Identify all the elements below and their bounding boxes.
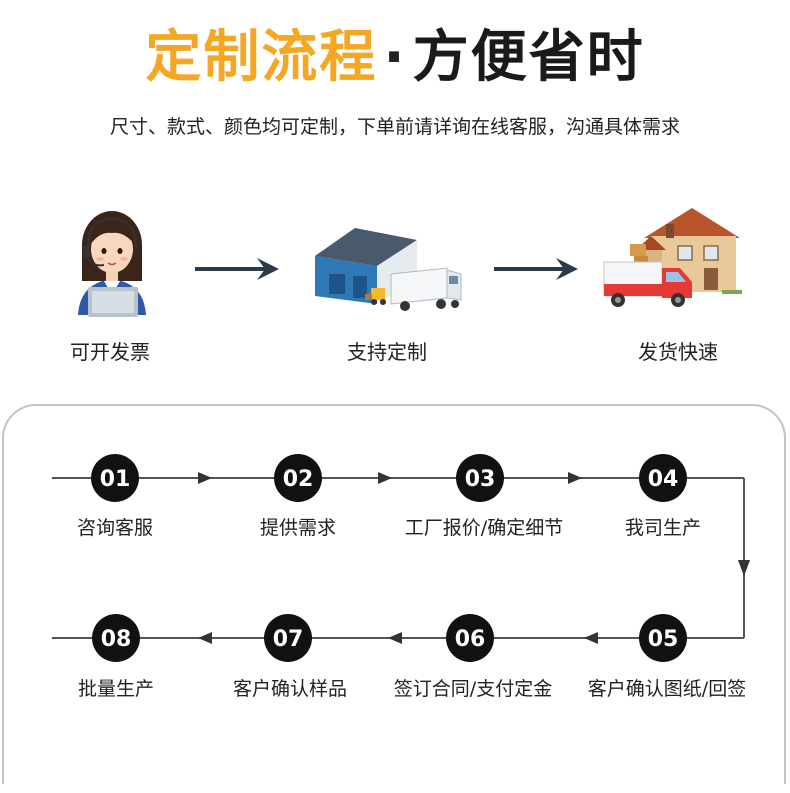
step-label-05: 客户确认图纸/回签 <box>587 678 747 700</box>
arrow-right-icon <box>195 258 279 280</box>
step-number: 02 <box>283 467 314 492</box>
step-label-02: 提供需求 <box>259 517 336 539</box>
step-number: 03 <box>465 467 496 492</box>
customer-service-agent-icon <box>78 211 146 317</box>
step-badge-05: 05 <box>639 614 687 662</box>
delivery-truck-house-icon <box>603 208 742 307</box>
step-badge-08: 08 <box>92 614 140 662</box>
step-number: 04 <box>648 467 679 492</box>
feature-label-fast-shipping: 发货快速 <box>638 340 718 364</box>
process-panel <box>2 404 786 784</box>
step-number: 07 <box>273 627 304 652</box>
step-number: 08 <box>101 627 132 652</box>
page-title: 定制流程·方便省时 <box>0 18 790 98</box>
step-badge-03: 03 <box>456 454 504 502</box>
step-number: 01 <box>100 467 131 492</box>
step-badge-07: 07 <box>264 614 312 662</box>
step-label-04: 我司生产 <box>624 517 701 539</box>
step-label-07: 客户确认样品 <box>232 678 347 700</box>
step-badge-01: 01 <box>91 454 139 502</box>
feature-label-customization: 支持定制 <box>347 340 427 364</box>
step-label-03: 工厂报价/确定细节 <box>404 517 564 539</box>
step-badge-06: 06 <box>446 614 494 662</box>
page-subtitle: 尺寸、款式、颜色均可定制，下单前请详询在线客服，沟通具体需求 <box>109 116 680 138</box>
step-badge-02: 02 <box>274 454 322 502</box>
step-number: 05 <box>648 627 679 652</box>
step-label-08: 批量生产 <box>77 678 154 700</box>
title-main: 方便省时 <box>412 25 645 90</box>
title-highlight: 定制流程 <box>145 25 378 90</box>
step-label-01: 咨询客服 <box>76 517 153 539</box>
title-separator: · <box>383 25 407 90</box>
warehouse-truck-icon <box>315 228 462 311</box>
feature-label-invoice: 可开发票 <box>70 340 150 364</box>
step-badge-04: 04 <box>639 454 687 502</box>
step-label-06: 签订合同/支付定金 <box>393 678 553 700</box>
arrow-right-icon <box>494 258 578 280</box>
step-number: 06 <box>455 627 486 652</box>
